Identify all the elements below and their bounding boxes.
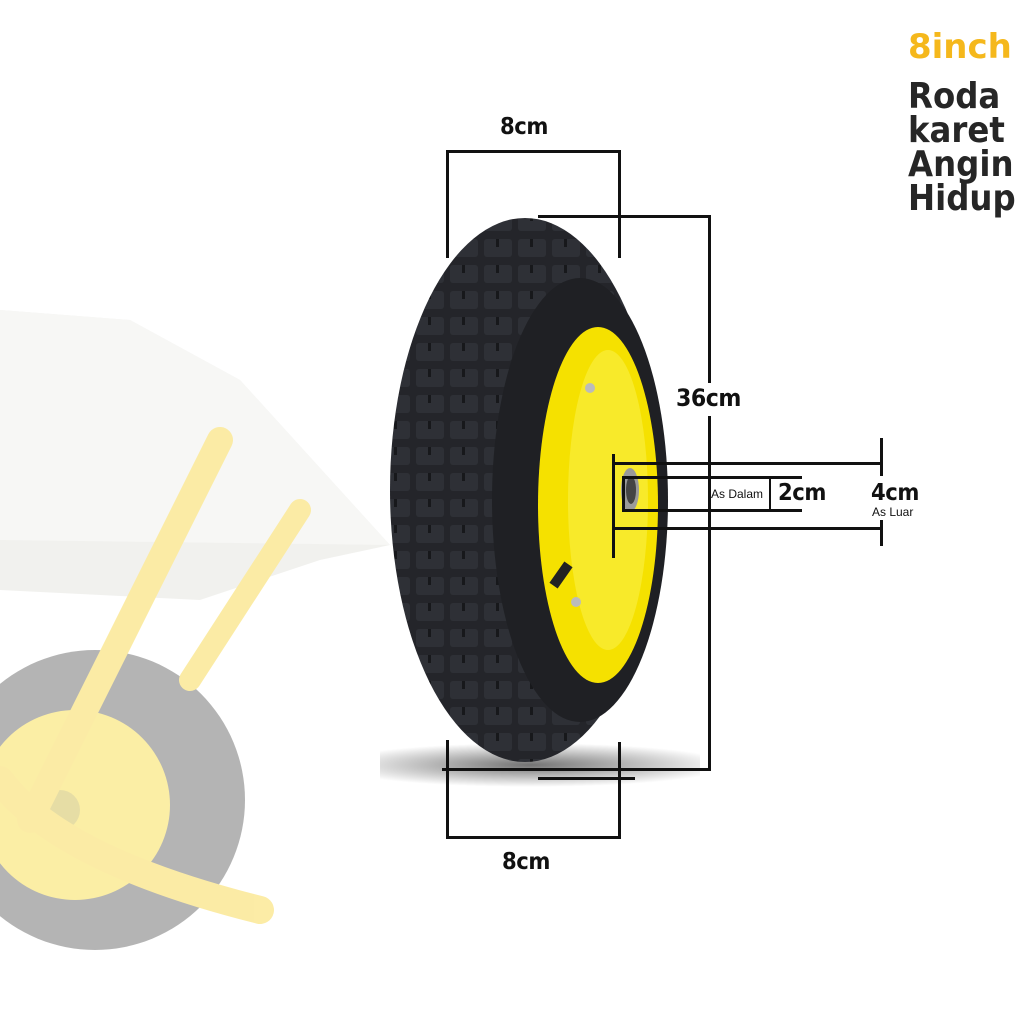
top-width-bracket-left (446, 150, 449, 258)
top-width-label: 8cm (500, 114, 548, 140)
inner-axle-top-line (622, 476, 802, 479)
diameter-label: 36cm (676, 384, 741, 412)
bottom-width-bracket-right (618, 742, 621, 838)
size-badge: 8inch (908, 27, 1012, 67)
diameter-bracket-upper (708, 215, 711, 383)
top-width-bracket (446, 150, 621, 153)
outer-axle-bottom-line (615, 527, 883, 530)
axle-reference-line (612, 454, 615, 558)
inner-axle-divider (769, 476, 771, 512)
diameter-bracket-top (538, 215, 711, 218)
product-title: 8inch Roda karet Angin Hidup (908, 27, 1024, 219)
outer-axle-top-line (615, 462, 883, 465)
bottom-width-bracket (446, 836, 621, 839)
diameter-bracket-bottom (442, 768, 711, 771)
inner-axle-value: 2cm (778, 480, 826, 506)
outer-axle-tick-bottom (880, 520, 883, 546)
inner-axle-left-line (622, 476, 625, 512)
wheel-product-image (380, 218, 700, 787)
outer-axle-caption: As Luar (872, 505, 914, 519)
title-line-4: Hidup (908, 178, 1016, 219)
title-line-3: Angin (908, 144, 1014, 185)
bottom-width-bracket-left (446, 740, 449, 838)
diameter-bracket-lower (708, 416, 711, 771)
bottom-offset-line (538, 777, 635, 780)
inner-axle-caption: As Dalam (711, 487, 764, 501)
inner-axle-bottom-line (622, 509, 802, 512)
top-width-bracket-right (618, 150, 621, 258)
title-line-1: Roda (908, 76, 1001, 117)
wheelbarrow-background-image (0, 310, 390, 950)
outer-axle-value: 4cm (871, 480, 919, 506)
title-line-2: karet (908, 110, 1005, 151)
bottom-width-label: 8cm (502, 849, 550, 875)
outer-axle-tick-top (880, 438, 883, 476)
